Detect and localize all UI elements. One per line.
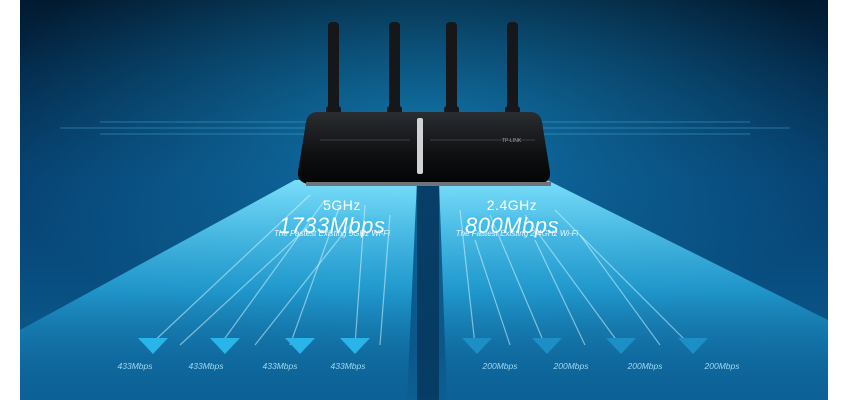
arrow-down-icon	[285, 338, 315, 354]
arrow-down-icon	[462, 338, 492, 354]
band-5ghz-speed: 1733Mbps	[278, 213, 386, 238]
arrow-down-icon	[532, 338, 562, 354]
stream-rate-24ghz-4: 200Mbps	[704, 361, 740, 371]
arrow-down-icon	[138, 338, 168, 354]
band-24ghz-speed: 800Mbps	[464, 213, 559, 238]
arrow-icons-5ghz	[138, 338, 370, 354]
beam-5ghz	[20, 180, 417, 400]
arrow-icons-24ghz	[462, 338, 708, 354]
stream-rate-5ghz-1: 433Mbps	[117, 361, 153, 371]
stream-rate-24ghz-2: 200Mbps	[553, 361, 589, 371]
band-24ghz-title: 2.4GHz	[486, 197, 538, 213]
band-5ghz-title: 5GHz	[323, 197, 361, 213]
brand-badge: TP-LINK	[502, 138, 522, 144]
band-24ghz-subtitle: The Fastest Existing 2.4GHz Wi-Fi	[455, 229, 579, 238]
stream-lines-24ghz	[459, 209, 691, 346]
stream-rate-5ghz-2: 433Mbps	[188, 361, 224, 371]
arrow-down-icon	[606, 338, 636, 354]
stream-lines-5ghz	[149, 194, 391, 346]
stream-rate-24ghz-1: 200Mbps	[482, 361, 518, 371]
wifi-band-illustration: TP-LINK	[20, 0, 828, 400]
stream-rate-5ghz-3: 433Mbps	[262, 361, 298, 371]
arrow-down-icon	[678, 338, 708, 354]
stream-rate-5ghz-4: 433Mbps	[330, 361, 366, 371]
beam-24ghz	[439, 180, 828, 400]
router: TP-LINK	[297, 112, 551, 186]
arrow-down-icon	[340, 338, 370, 354]
stream-rate-24ghz-3: 200Mbps	[627, 361, 663, 371]
arrow-down-icon	[210, 338, 240, 354]
band-5ghz-subtitle: The Fastest Existing 5GHz Wi-Fi	[274, 229, 390, 238]
